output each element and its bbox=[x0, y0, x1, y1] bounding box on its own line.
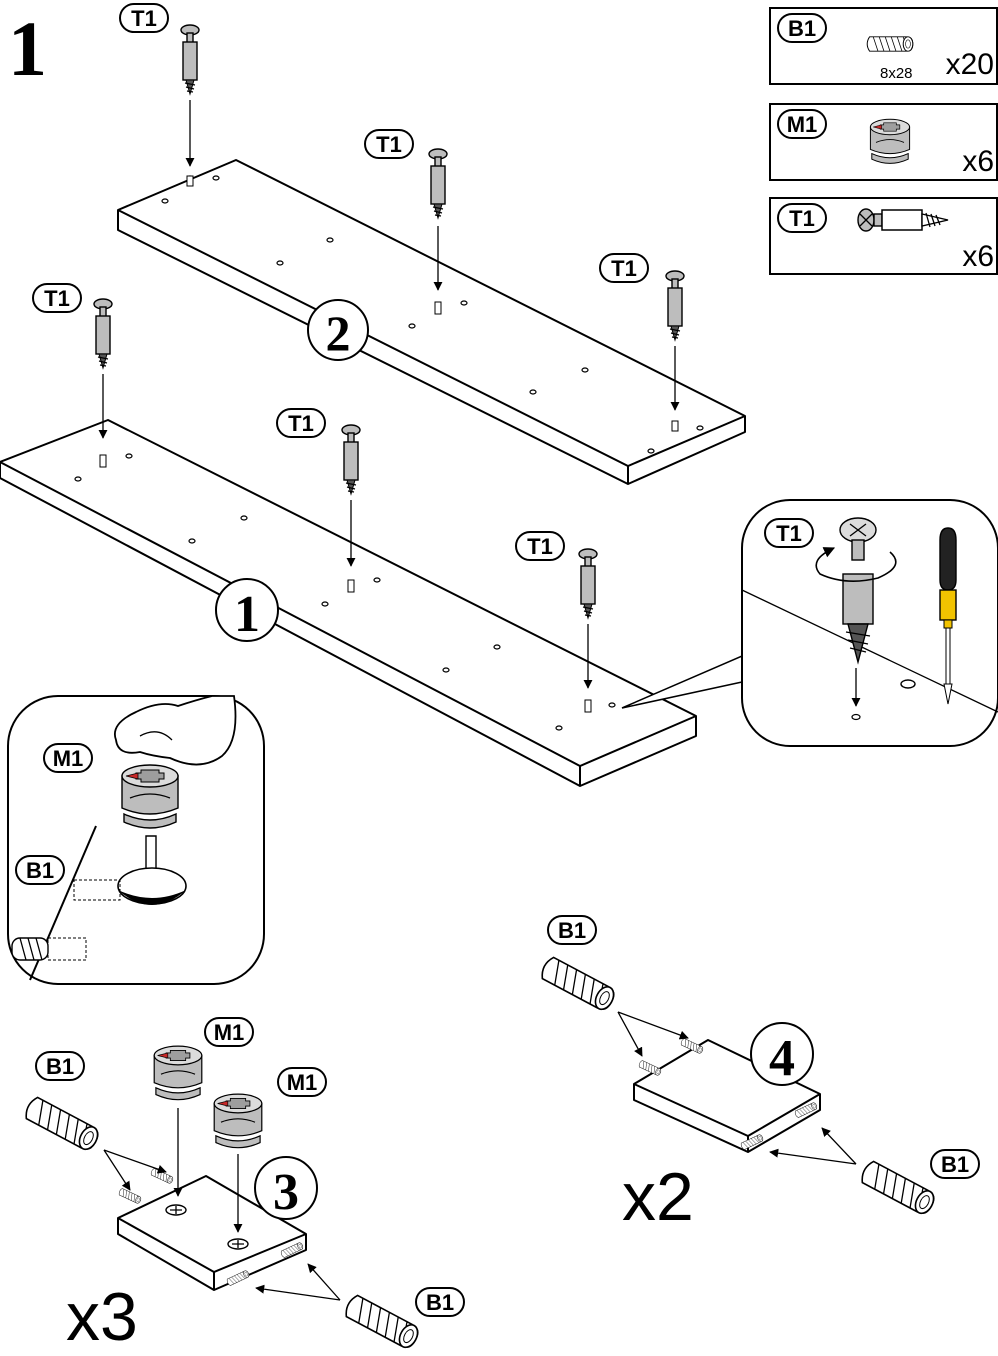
cam-lock-icon bbox=[213, 1093, 263, 1149]
t1-label: T1 bbox=[131, 6, 157, 31]
dowel-icon bbox=[342, 1292, 422, 1352]
panel-3-badge bbox=[254, 1156, 318, 1220]
m1-label: M1 bbox=[214, 1020, 245, 1045]
panel-4-badge bbox=[750, 1022, 814, 1086]
hand-icon bbox=[114, 695, 237, 766]
panel-3-assembly: 3 M1 M1 B1 B1 x3 bbox=[22, 1017, 465, 1355]
dowel-icon bbox=[858, 1158, 938, 1218]
legend-b1-size: 8x28 bbox=[880, 65, 913, 82]
cam-lock-icon bbox=[153, 1045, 203, 1101]
panel-1: 1 bbox=[0, 419, 697, 787]
b1-label: B1 bbox=[46, 1054, 74, 1079]
panel-1-badge bbox=[215, 578, 279, 642]
t1-label: T1 bbox=[288, 411, 314, 436]
legend-b1-code: B1 bbox=[788, 16, 816, 41]
m1-label: M1 bbox=[53, 746, 84, 771]
panel-2-badge bbox=[307, 299, 369, 361]
panel-3-number: 3 bbox=[273, 1164, 299, 1221]
dowel-icon bbox=[538, 954, 618, 1014]
dowel-icon bbox=[866, 36, 914, 52]
panel-2-number: 2 bbox=[326, 305, 351, 361]
t1-label: T1 bbox=[611, 256, 637, 281]
legend-t1-qty: x6 bbox=[962, 240, 994, 273]
b1-label: B1 bbox=[941, 1152, 969, 1177]
t1-label: T1 bbox=[776, 521, 802, 546]
legend-m1-qty: x6 bbox=[962, 145, 994, 178]
panel-4-multiplier: x2 bbox=[622, 1159, 694, 1235]
b1-label: B1 bbox=[426, 1290, 454, 1315]
b1-label: B1 bbox=[558, 918, 586, 943]
panel-4-number: 4 bbox=[769, 1030, 795, 1087]
panel-3-multiplier: x3 bbox=[66, 1279, 138, 1355]
b1-label: B1 bbox=[26, 858, 54, 883]
m1-label: M1 bbox=[287, 1070, 318, 1095]
dowel-icon bbox=[22, 1094, 102, 1154]
t1-label: T1 bbox=[44, 286, 70, 311]
legend-t1-code: T1 bbox=[789, 206, 815, 231]
panel-4-assembly: 4 B1 B1 x2 bbox=[538, 915, 980, 1235]
panel-1-number: 1 bbox=[234, 586, 260, 643]
t1-label: T1 bbox=[527, 534, 553, 559]
m1-detail-callout: M1 B1 bbox=[7, 695, 265, 985]
panel-2: 2 bbox=[117, 159, 746, 485]
t1-detail-callout: T1 bbox=[621, 499, 998, 747]
screw-icon bbox=[857, 208, 949, 232]
parts-legend: B1 8x28 x20 M1 x6 T1 x6 bbox=[769, 7, 998, 275]
rotate-arrow-icon bbox=[815, 547, 897, 582]
screwdriver-icon bbox=[939, 527, 957, 705]
t1-label: T1 bbox=[376, 132, 402, 157]
step-number: 1 bbox=[8, 5, 47, 92]
t1-screw-group: T1 T1 T1 T1 T1 T1 bbox=[32, 3, 685, 713]
legend-b1-qty: x20 bbox=[946, 48, 994, 81]
legend-m1-code: M1 bbox=[787, 112, 818, 137]
